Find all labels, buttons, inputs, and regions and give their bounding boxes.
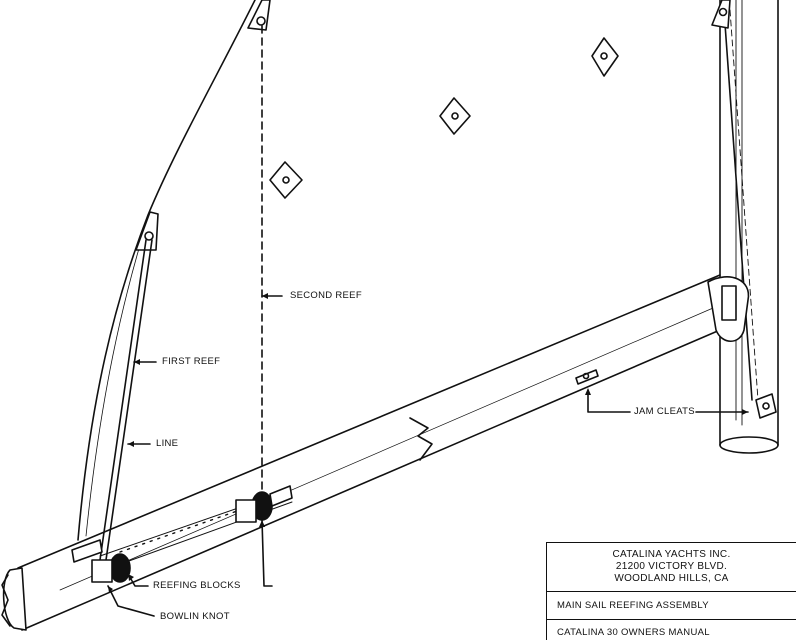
gooseneck-fitting [721, 285, 737, 321]
boom-break [409, 417, 433, 461]
mast-groove [735, 0, 743, 426]
boom-mid [59, 304, 721, 591]
jam-cleat-1 [575, 369, 599, 385]
jam-cleat-2 [755, 393, 777, 419]
mast-base [719, 436, 779, 454]
title-divider-1 [547, 591, 796, 592]
reefing-block-aft [91, 553, 131, 583]
tack-fitting [71, 539, 103, 563]
label-first-reef: FIRST REEF [162, 356, 221, 367]
reef-point-1 [269, 161, 303, 199]
company-address: CATALINA YACHTS INC. 21200 VICTORY BLVD.… [547, 549, 796, 585]
title-block: CATALINA YACHTS INC. 21200 VICTORY BLVD.… [546, 542, 796, 640]
first-reef-line-b [105, 239, 153, 561]
company-name: CATALINA YACHTS INC. [612, 549, 731, 560]
label-bowlin-knot: BOWLIN KNOT [160, 611, 230, 622]
manual-title: CATALINA 30 OWNERS MANUAL [557, 627, 710, 638]
luff-line-a [723, 9, 753, 401]
leader-jam-cleats [587, 389, 749, 413]
first-reef-cringle [144, 231, 154, 241]
fwd-fitting [269, 485, 293, 507]
sail-leech-inner [85, 211, 151, 537]
reefing-block-fwd [235, 491, 273, 523]
second-reef-cringle [256, 16, 266, 26]
label-reefing-blocks: REEFING BLOCKS [153, 580, 241, 591]
first-reef-line-a [99, 239, 147, 561]
headboard [711, 0, 731, 29]
sail-leech [77, 0, 256, 541]
mast [719, 0, 779, 446]
luff-line-b [729, 9, 759, 401]
title-divider-2 [547, 619, 796, 620]
boom-bottom [21, 329, 721, 631]
boom-end-cap [1, 574, 11, 627]
boom-top [17, 274, 721, 569]
second-reef-patch [247, 0, 271, 31]
leader-bowlin-knot [107, 585, 155, 617]
company-street: 21200 VICTORY BLVD. [615, 561, 728, 572]
label-line: LINE [156, 438, 179, 449]
reef-point-3 [591, 37, 619, 77]
label-jam-cleats: JAM CLEATS [634, 406, 695, 417]
drawing-title: MAIN SAIL REEFING ASSEMBLY [557, 600, 709, 611]
company-city: WOODLAND HILLS, CA [614, 573, 729, 584]
label-second-reef: SECOND REEF [290, 290, 362, 301]
reef-point-2 [439, 97, 471, 135]
